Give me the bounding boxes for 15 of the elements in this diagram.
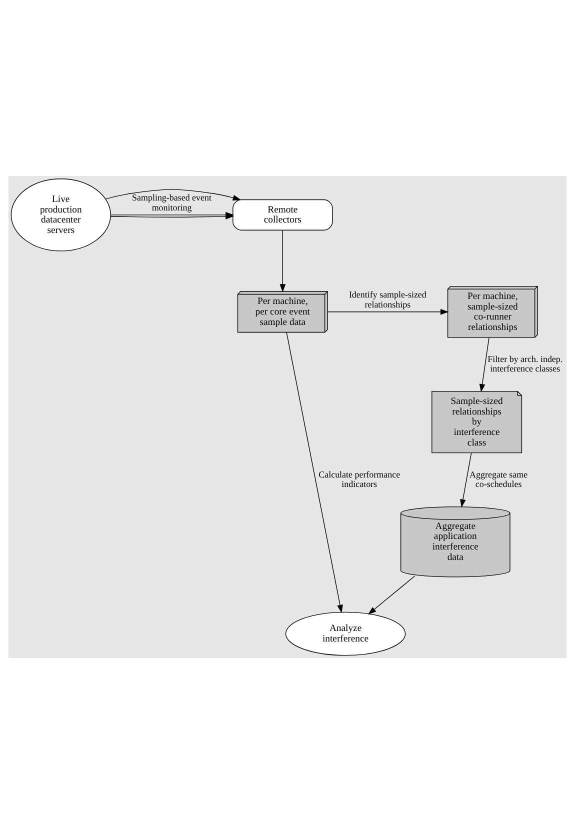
- node-ellipse: Live production datacenter servers: [10, 178, 111, 252]
- arrow: [368, 576, 416, 615]
- arrow: [280, 230, 286, 292]
- arrow: [460, 452, 472, 508]
- edge-label: Identify sample-sized relationships: [348, 290, 426, 310]
- arrow: [479, 337, 490, 392]
- arrow: [105, 189, 242, 201]
- edge-label: Filter by arch. indep. interference classes: [488, 354, 563, 374]
- edge-label: Aggregate same co-schedules: [470, 469, 528, 489]
- edge-label: Calculate performance indicators: [318, 469, 400, 489]
- node-box: Remote collectors: [232, 199, 333, 230]
- arrow: [286, 332, 343, 614]
- edge-label: Sampling-based event monitoring: [132, 192, 212, 212]
- node-ellipse: Analyze interference: [285, 612, 406, 656]
- arrow: [327, 308, 449, 315]
